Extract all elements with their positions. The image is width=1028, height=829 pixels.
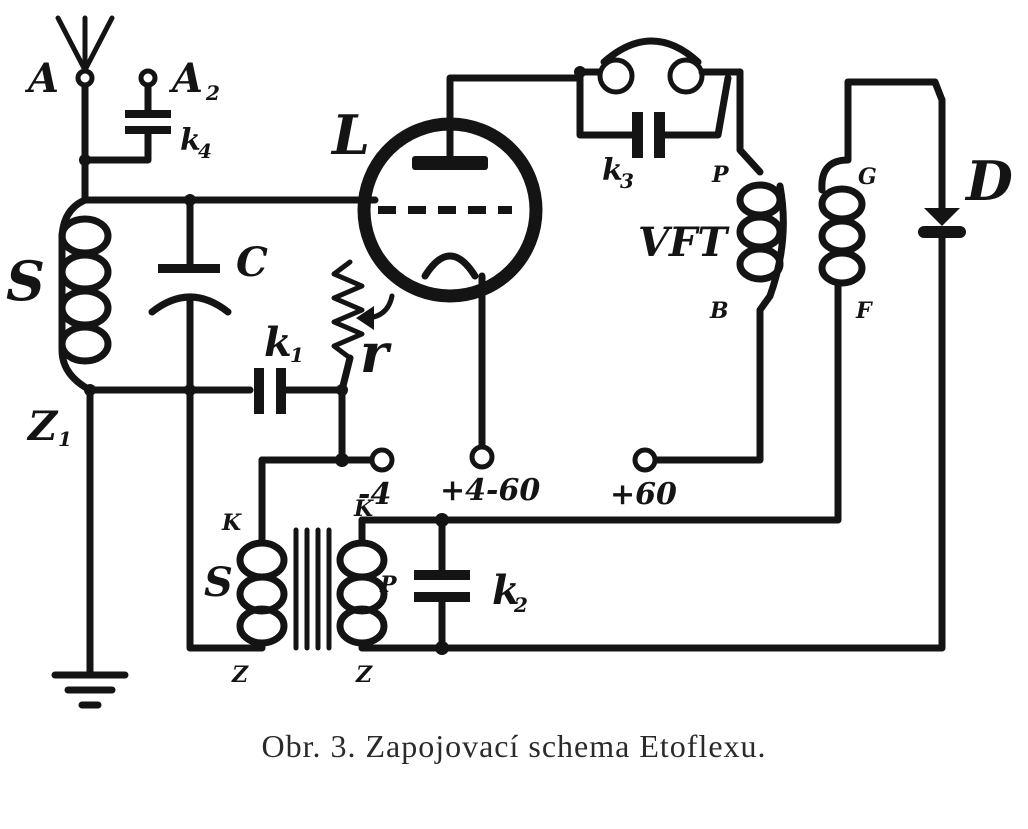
wire-k3-left	[576, 74, 636, 139]
label-capacitor-c: C	[236, 239, 268, 286]
label-k3-sub: 3	[620, 169, 634, 193]
transformer-secondary-s	[236, 539, 288, 647]
wire-k4-bottom	[81, 130, 152, 164]
label-g: G	[858, 164, 877, 190]
label-vft-b: B	[709, 298, 729, 324]
diode-d-bar	[918, 226, 966, 238]
rheostat-wiper-arrow	[356, 306, 374, 330]
label-terminal-plus60: +60	[610, 477, 677, 512]
junction-c-bottom	[184, 384, 196, 396]
label-trafo-p: P	[379, 572, 398, 598]
headphones-symbol	[576, 37, 744, 95]
junction-minus4	[335, 453, 349, 467]
label-terminal-minus4: -4	[358, 477, 391, 512]
label-k2-sub: 2	[513, 593, 528, 617]
antenna-symbol	[55, 15, 115, 73]
label-diode-d: D	[964, 149, 1013, 213]
diode-d-triangle	[924, 208, 960, 226]
junction-k2-bottom	[435, 641, 449, 655]
wire-vft-top	[736, 68, 764, 176]
label-vft-p: P	[711, 162, 730, 188]
junction-rheostat	[336, 384, 348, 396]
label-k2: k	[492, 567, 520, 614]
label-k1: k	[264, 319, 292, 366]
wire-trafo-z-right	[358, 639, 446, 652]
label-trafo-s: S	[204, 559, 233, 606]
k2-plate-bottom	[414, 592, 470, 602]
k4-plate-top	[125, 110, 171, 118]
transformer-primary-p	[336, 539, 388, 647]
label-trafo-z-left: Z	[231, 662, 249, 688]
label-trafo-z-right: Z	[355, 662, 373, 688]
rheostat-r	[331, 259, 365, 361]
label-trafo-k-left: K	[221, 510, 242, 536]
terminal-plus4-60	[469, 444, 495, 470]
k1-plate-left	[254, 368, 264, 414]
transformer-core	[293, 527, 332, 651]
figure-caption: Obr. 3. Zapojovací schema Etoflexu.	[261, 728, 767, 764]
label-trafo-k-right: K	[353, 496, 374, 522]
label-antenna-a2: A	[168, 55, 203, 102]
wire-anode	[446, 74, 584, 160]
label-terminal-plus4-60: +4-60	[440, 473, 540, 508]
terminal-minus4	[369, 447, 395, 473]
label-k4-sub: 4	[198, 139, 212, 163]
k2-plate-top	[414, 570, 470, 580]
terminal-plus60	[632, 447, 658, 473]
label-antenna-a: A	[24, 55, 59, 102]
wire-k3-right	[661, 74, 732, 139]
label-z1-sub: 1	[58, 427, 72, 451]
capacitor-c-plate	[158, 264, 220, 273]
coil-gf	[818, 78, 866, 287]
wire-gf-top	[844, 78, 946, 104]
label-k3: k	[602, 153, 623, 188]
coil-vft	[736, 181, 787, 300]
junction-k4	[79, 154, 91, 166]
k3-plate-left	[632, 112, 643, 158]
label-vft: VFT	[638, 219, 730, 266]
coil-s	[58, 196, 112, 394]
wire-trafo-z-left	[186, 636, 266, 652]
label-rheostat-r: r	[360, 321, 392, 385]
label-f: F	[855, 298, 873, 324]
wire-gf-bottom	[438, 279, 842, 524]
k4-plate-bottom	[125, 126, 171, 134]
label-k4: k	[180, 123, 201, 158]
wire-diode-bottom	[438, 234, 946, 652]
label-coil-s: S	[6, 249, 45, 313]
label-k1-sub: 1	[290, 343, 304, 367]
ground-symbol	[51, 671, 129, 709]
label-z1: Z	[26, 403, 59, 450]
wire-vft-bottom	[646, 292, 774, 464]
wire-rheostat-down	[338, 354, 354, 464]
k3-plate-right	[654, 112, 665, 158]
k1-plate-right	[276, 368, 286, 414]
label-antenna-a2-sub: 2	[205, 81, 220, 105]
label-tube-l: L	[330, 103, 370, 167]
